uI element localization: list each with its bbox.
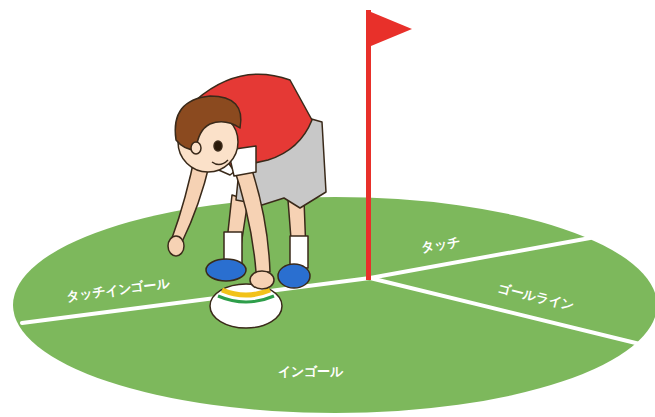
label-box: インゴール: [278, 364, 343, 380]
touch-line: [370, 238, 590, 278]
field-lines: [22, 238, 648, 346]
player: [168, 74, 326, 328]
corner-flag: [366, 10, 412, 280]
field-label: インゴール: [278, 364, 343, 380]
field: [13, 197, 655, 413]
goal-line: [370, 278, 648, 346]
